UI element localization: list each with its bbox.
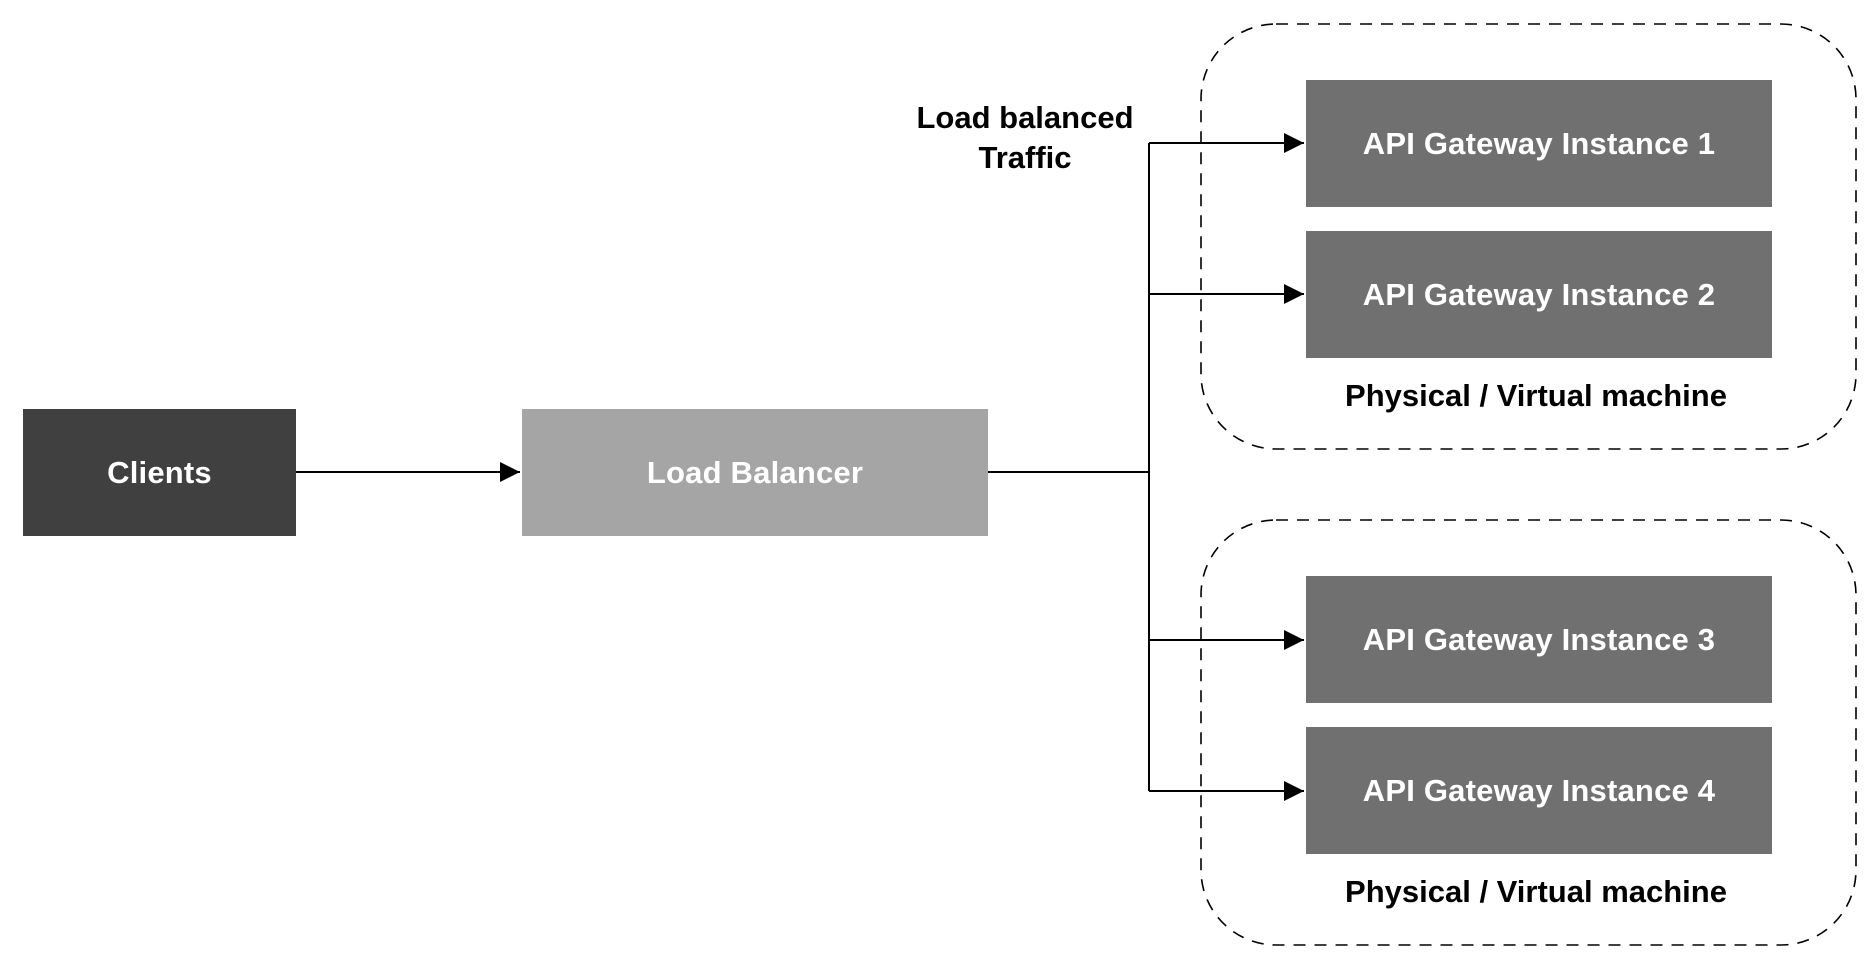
machine-group-2-label: Physical / Virtual machine (1345, 874, 1727, 909)
machine-group-2-outline (1200, 519, 1857, 946)
traffic-label-line-2: Traffic (978, 140, 1072, 175)
machine-group-1-label: Physical / Virtual machine (1345, 378, 1727, 413)
api-gateway-instance-4: API Gateway Instance 4 (1306, 727, 1772, 854)
api-gateway-instance-1: API Gateway Instance 1 (1306, 80, 1772, 207)
load-balancer-node: Load Balancer (522, 409, 988, 536)
api-gateway-instance-3: API Gateway Instance 3 (1306, 576, 1772, 703)
clients-node: Clients (23, 409, 296, 536)
load-balanced-traffic-label: Load balanced Traffic (880, 98, 1170, 178)
machine-group-1-outline (1200, 23, 1857, 450)
api-gateway-instance-2: API Gateway Instance 2 (1306, 231, 1772, 358)
traffic-label-line-1: Load balanced (916, 100, 1134, 135)
